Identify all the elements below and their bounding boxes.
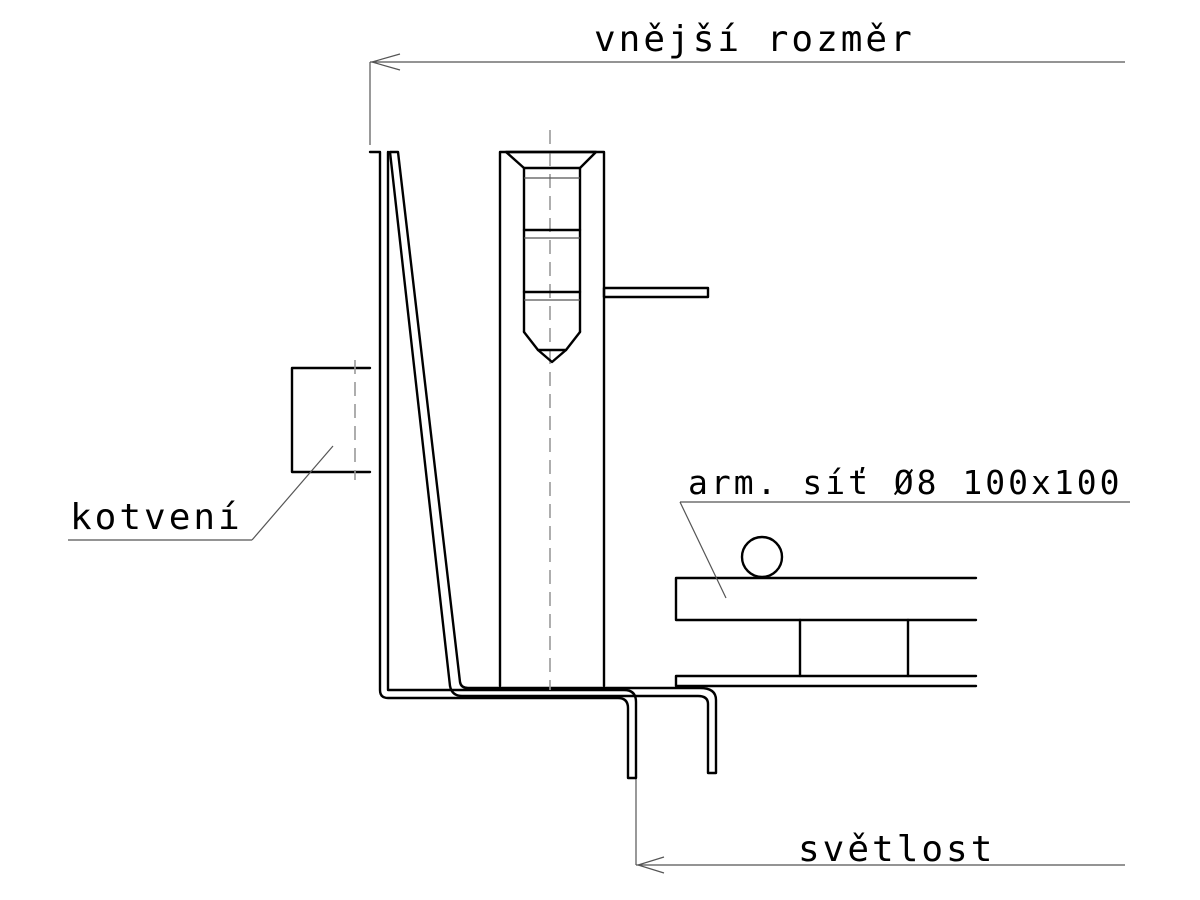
mesh-leader [679,501,1130,599]
outer-dimension-label: vnější rozměr [594,19,915,60]
vertical-post [498,130,606,690]
horizontal-tab [602,286,710,299]
anchoring-leader [68,445,334,541]
outer-dimension-line [369,53,1125,145]
mesh-label: arm. síť Ø8 100x100 [688,463,1123,502]
reinforcement-bar [740,535,784,579]
clearance-label: světlost [798,829,996,870]
clearance-dimension-line [635,775,1125,874]
anchoring-label: kotvení [70,497,243,538]
steel-angle-profile [368,150,718,780]
bolt [504,150,598,364]
slab-elements [674,576,978,688]
anchor-block [290,360,372,480]
